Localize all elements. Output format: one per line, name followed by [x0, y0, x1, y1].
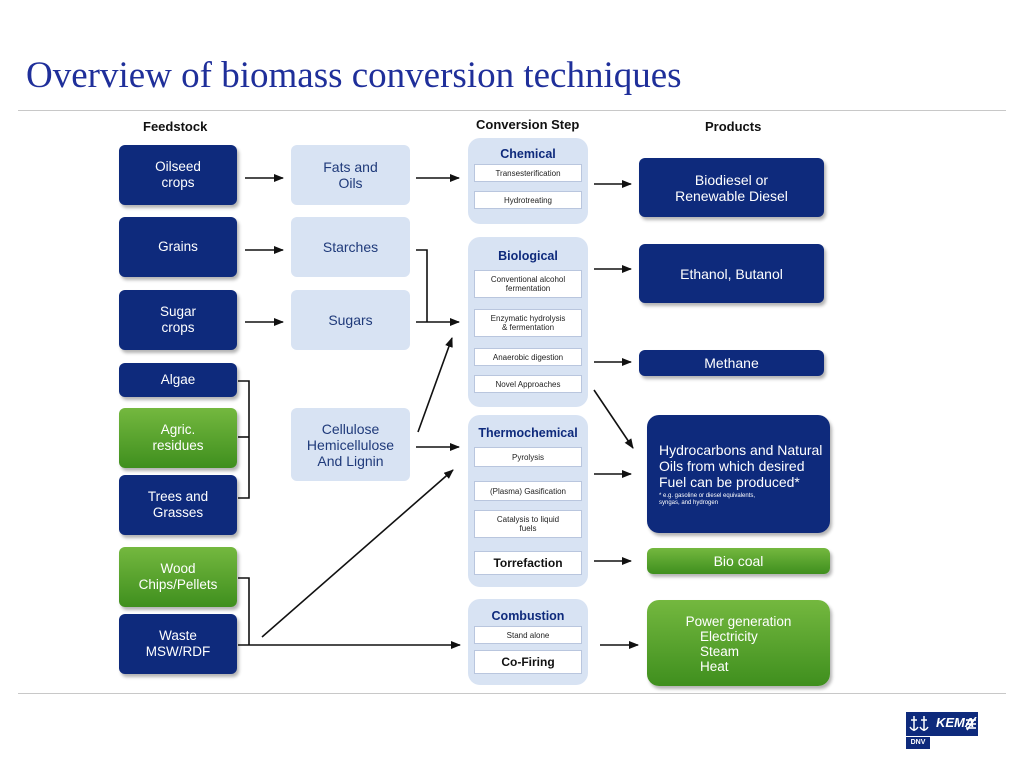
feedstock-label: MSW/RDF — [145, 644, 211, 659]
feedstock-agric-residues: Agric. residues — [119, 408, 237, 468]
product-methane: Methane — [639, 350, 824, 376]
product-bio-coal: Bio coal — [647, 548, 830, 574]
feedstock-label: residues — [152, 438, 204, 453]
product-footnote: * e.g. gasoline or diesel equivalents, — [659, 492, 756, 499]
step-hydrotreating: Hydrotreating — [474, 191, 582, 209]
feedstock-label: Wood — [160, 561, 196, 576]
feedstock-label: Sugar — [159, 304, 197, 319]
step-novel-approaches: Novel Approaches — [474, 375, 582, 393]
conversion-chemical-group: Chemical Transesterification Hydrotreati… — [468, 138, 588, 224]
intermediate-label: Starches — [322, 239, 379, 255]
product-label: Power generation — [685, 614, 792, 629]
conversion-header: Conversion Step — [476, 117, 580, 132]
arrow-biological-hydrocarbons — [593, 389, 634, 449]
step-label: Conventional alcohol — [490, 275, 566, 284]
intermediate-label: Fats and — [323, 159, 378, 175]
power-item: Electricity — [700, 629, 758, 644]
step-anaerobic-digestion: Anaerobic digestion — [474, 348, 582, 366]
feedstock-label: Waste — [159, 628, 197, 643]
step-co-firing: Co-Firing — [474, 650, 582, 674]
kema-dnv-logo: KEMA DNV — [906, 712, 978, 750]
bracket-wood-waste — [238, 577, 250, 645]
feedstock-label: crops — [161, 320, 195, 335]
conversion-thermochemical-group: Thermochemical Pyrolysis (Plasma) Gasifi… — [468, 415, 588, 587]
feedstock-label: Agric. — [160, 422, 196, 437]
product-label: Ethanol, Butanol — [680, 265, 783, 282]
step-catalysis-liquid-fuels: Catalysis to liquid fuels — [474, 510, 582, 538]
product-label: Bio coal — [713, 553, 764, 569]
conversion-combustion-group: Combustion Stand alone Co-Firing — [468, 599, 588, 685]
feedstock-trees-grasses: Trees and Grasses — [119, 475, 237, 535]
intermediate-fats-oils: Fats and Oils — [291, 145, 410, 205]
step-conventional-fermentation: Conventional alcohol fermentation — [474, 270, 582, 298]
product-label: Hydrocarbons and Natural — [659, 441, 823, 458]
intermediate-label: Sugars — [328, 312, 373, 328]
power-item: Heat — [700, 659, 729, 674]
conversion-chemical-title: Chemical — [500, 147, 556, 161]
conversion-combustion-title: Combustion — [491, 609, 565, 623]
connector-starches — [416, 249, 428, 322]
product-label: Renewable Diesel — [675, 187, 788, 204]
feedstock-label: Trees and — [147, 489, 209, 504]
feedstock-grains: Grains — [119, 217, 237, 277]
arrow-wood-thermochemical — [261, 469, 454, 638]
bracket-lignocellulosic — [238, 380, 250, 499]
conversion-biological-group: Biological Conventional alcohol fermenta… — [468, 237, 588, 407]
product-power-generation: Power generation Electricity Steam Heat — [647, 600, 830, 686]
power-items: Electricity Steam Heat — [647, 629, 758, 674]
anchor-icon — [909, 716, 929, 731]
step-transesterification: Transesterification — [474, 164, 582, 182]
product-biodiesel: Biodiesel or Renewable Diesel — [639, 158, 824, 217]
logo-subtext: DNV — [906, 737, 930, 749]
products-header: Products — [705, 119, 762, 134]
page-title: Overview of biomass conversion technique… — [26, 55, 682, 96]
feedstock-wood-chips: Wood Chips/Pellets — [119, 547, 237, 607]
logo-text: KEMA — [936, 715, 975, 730]
step-label: fermentation — [505, 284, 551, 293]
intermediate-label: Oils — [338, 175, 363, 191]
top-divider — [18, 110, 1006, 111]
intermediate-label: Cellulose — [321, 420, 380, 437]
intermediate-starches: Starches — [291, 217, 410, 277]
step-plasma-gasification: (Plasma) Gasification — [474, 481, 582, 501]
product-hydrocarbons: Hydrocarbons and Natural Oils from which… — [647, 415, 830, 533]
feedstock-label: Chips/Pellets — [138, 577, 218, 592]
feedstock-sugar-crops: Sugar crops — [119, 290, 237, 350]
intermediate-sugars: Sugars — [291, 290, 410, 350]
kema-mark-icon — [966, 717, 977, 731]
step-enzymatic-hydrolysis: Enzymatic hydrolysis & fermentation — [474, 309, 582, 337]
step-torrefaction: Torrefaction — [474, 551, 582, 575]
bottom-divider — [18, 693, 1006, 694]
feedstock-header: Feedstock — [143, 119, 208, 134]
feedstock-label: Grasses — [152, 505, 204, 520]
conversion-thermochemical-title: Thermochemical — [478, 426, 578, 440]
feedstock-label: Algae — [160, 372, 196, 387]
product-ethanol-butanol: Ethanol, Butanol — [639, 244, 824, 303]
step-label: & fermentation — [501, 323, 555, 332]
feedstock-label: Grains — [158, 239, 198, 254]
power-item: Steam — [700, 644, 740, 659]
feedstock-waste: Waste MSW/RDF — [119, 614, 237, 674]
product-label: Fuel can be produced* — [659, 473, 800, 490]
feedstock-label: Oilseed — [155, 159, 201, 174]
step-stand-alone: Stand alone — [474, 626, 582, 644]
product-label: Methane — [704, 355, 759, 371]
product-label: Biodiesel or — [694, 171, 769, 188]
step-label: Catalysis to liquid — [496, 515, 560, 524]
logo-banner: KEMA — [906, 712, 978, 736]
intermediate-cellulose: Cellulose Hemicellulose And Lignin — [291, 408, 410, 481]
conversion-biological-title: Biological — [498, 249, 558, 263]
step-label: Enzymatic hydrolysis — [490, 314, 566, 323]
step-label: fuels — [519, 524, 537, 533]
product-footnote: syngas, and hydrogen — [659, 499, 719, 506]
feedstock-oilseed-crops: Oilseed crops — [119, 145, 237, 205]
feedstock-label: crops — [161, 175, 195, 190]
intermediate-label: Hemicellulose — [306, 436, 395, 453]
arrow-cellulose-biological — [417, 337, 453, 433]
intermediate-label: And Lignin — [317, 452, 384, 469]
product-label: Oils from which desired — [659, 457, 805, 474]
feedstock-algae: Algae — [119, 363, 237, 397]
step-pyrolysis: Pyrolysis — [474, 447, 582, 467]
